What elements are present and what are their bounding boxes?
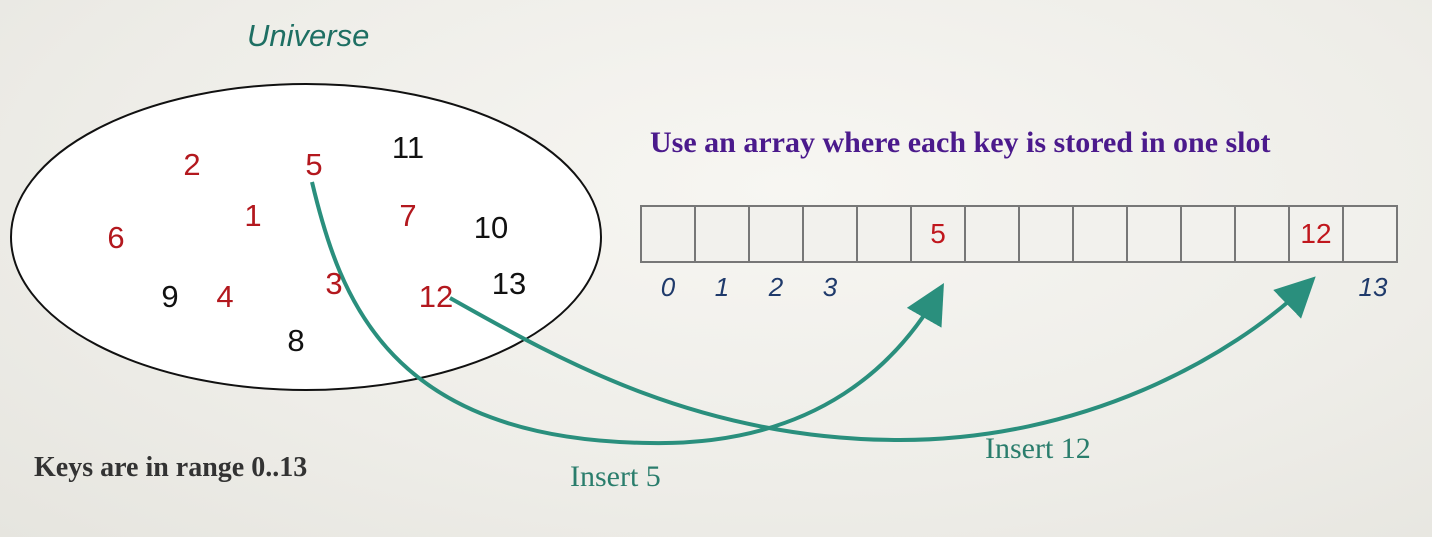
array-slot — [858, 205, 912, 263]
array-slot — [966, 205, 1020, 263]
insert-12-arrow — [449, 276, 1316, 443]
universe-key: 13 — [491, 266, 527, 301]
array-slot — [1128, 205, 1182, 263]
array-slot — [1182, 205, 1236, 263]
universe-key: 5 — [305, 147, 323, 182]
insert-5-arrow — [310, 181, 944, 446]
array-index-label: 0 — [660, 272, 676, 302]
universe-key: 9 — [161, 279, 179, 314]
array-slot — [642, 205, 696, 263]
universe-key: 4 — [216, 279, 234, 314]
array-slot: 5 — [912, 205, 966, 263]
universe-ellipse — [10, 83, 602, 391]
universe-key: 10 — [473, 210, 509, 245]
universe-key: 6 — [107, 220, 125, 255]
insert-5-label: Insert 5 — [570, 460, 661, 493]
universe-key: 1 — [244, 198, 262, 233]
array-slot — [804, 205, 858, 263]
universe-key: 11 — [391, 130, 425, 165]
universe-key: 3 — [325, 266, 343, 301]
key-array: 5 12 — [640, 205, 1398, 263]
array-slot — [1020, 205, 1074, 263]
array-slot — [750, 205, 804, 263]
array-index-label: 1 — [714, 272, 730, 302]
array-index-label: 2 — [768, 272, 784, 302]
diagram-heading: Use an array where each key is stored in… — [650, 126, 1271, 159]
range-note: Keys are in range 0..13 — [34, 452, 308, 483]
array-slot — [696, 205, 750, 263]
array-index-label: 3 — [822, 272, 838, 302]
insert-12-label: Insert 12 — [985, 432, 1091, 465]
universe-title: Universe — [247, 18, 370, 53]
array-slot: 12 — [1290, 205, 1344, 263]
universe-key: 12 — [418, 279, 454, 314]
universe-key: 2 — [183, 147, 201, 182]
array-slot — [1344, 205, 1398, 263]
array-slot — [1074, 205, 1128, 263]
universe-key: 8 — [287, 323, 305, 358]
array-index-label: 13 — [1358, 272, 1388, 302]
universe-key: 7 — [399, 198, 417, 233]
array-slot — [1236, 205, 1290, 263]
